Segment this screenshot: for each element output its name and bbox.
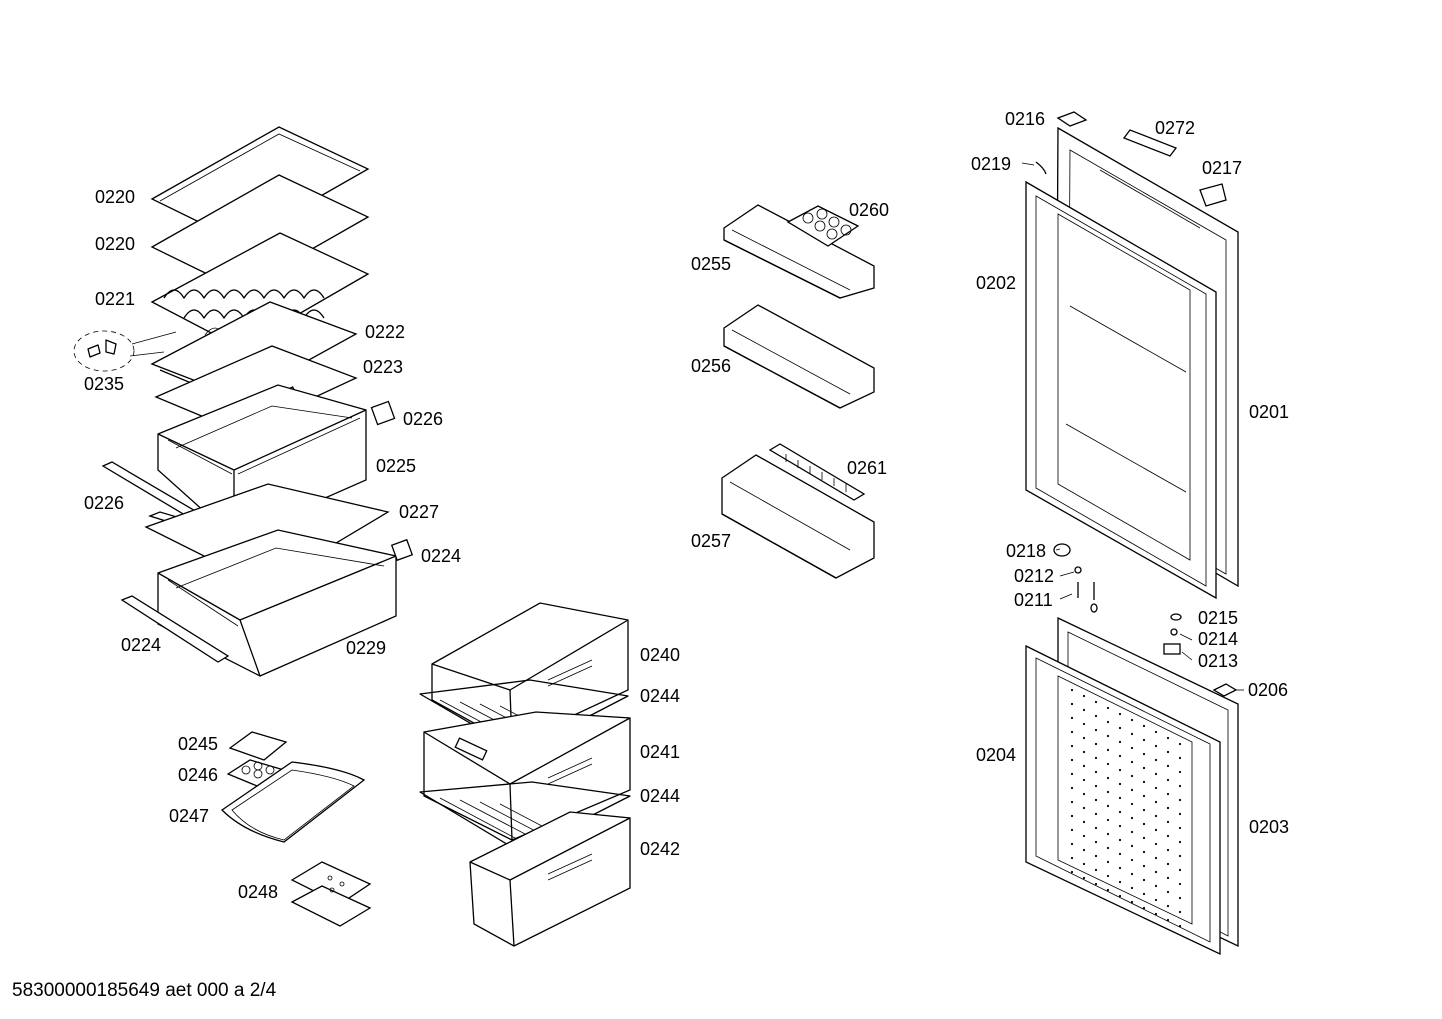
part-labels: 0220 0220 0221 0222 0223 0235 0226 0225 … bbox=[84, 109, 1289, 902]
part-label: 0242 bbox=[640, 839, 680, 859]
part-label: 0217 bbox=[1202, 158, 1242, 178]
part-label: 0211 bbox=[1014, 590, 1053, 610]
egg-tray bbox=[786, 205, 860, 247]
door-hardware bbox=[1035, 111, 1238, 697]
part-label: 0226 bbox=[84, 493, 124, 513]
cold-packs bbox=[290, 861, 372, 927]
part-label: 0247 bbox=[169, 806, 209, 826]
drawing-code: 58300000185649 aet 000 a 2/4 bbox=[12, 980, 277, 1001]
part-label: 0216 bbox=[1005, 109, 1045, 129]
part-label: 0214 bbox=[1198, 629, 1238, 649]
part-label: 0244 bbox=[640, 786, 680, 806]
part-label: 0245 bbox=[178, 734, 218, 754]
part-label: 0206 bbox=[1248, 680, 1288, 700]
part-label: 0221 bbox=[95, 289, 135, 309]
part-label: 0235 bbox=[84, 374, 124, 394]
part-label: 0261 bbox=[847, 458, 887, 478]
part-label: 0226 bbox=[403, 409, 443, 429]
part-label: 0240 bbox=[640, 645, 680, 665]
part-label: 0218 bbox=[1006, 541, 1046, 561]
part-label: 0220 bbox=[95, 187, 135, 207]
fridge-door-gasket bbox=[1025, 180, 1217, 600]
clip-detail bbox=[73, 330, 177, 372]
crisper-drawer-lower bbox=[157, 529, 414, 677]
part-label: 0213 bbox=[1198, 651, 1238, 671]
part-label: 0255 bbox=[691, 254, 731, 274]
part-label: 0272 bbox=[1155, 118, 1195, 138]
part-label: 0256 bbox=[691, 356, 731, 376]
part-label: 0219 bbox=[971, 154, 1011, 174]
part-label: 0203 bbox=[1249, 817, 1289, 837]
leader-lines bbox=[1021, 162, 1244, 691]
part-label: 0201 bbox=[1249, 402, 1289, 422]
part-label: 0229 bbox=[346, 638, 386, 658]
part-label: 0224 bbox=[121, 635, 161, 655]
door-bin-top bbox=[723, 204, 875, 299]
part-label: 0215 bbox=[1198, 608, 1238, 628]
part-label: 0220 bbox=[95, 234, 135, 254]
part-label: 0202 bbox=[976, 273, 1016, 293]
part-label: 0227 bbox=[399, 502, 439, 522]
part-label: 0257 bbox=[691, 531, 731, 551]
part-label: 0222 bbox=[365, 322, 405, 342]
part-label: 0260 bbox=[849, 200, 889, 220]
part-label: 0204 bbox=[976, 745, 1016, 765]
part-label: 0224 bbox=[421, 546, 461, 566]
freezer-door-gasket bbox=[1025, 644, 1221, 956]
part-label: 0244 bbox=[640, 686, 680, 706]
ice-tray-set bbox=[220, 731, 366, 843]
part-label: 0225 bbox=[376, 456, 416, 476]
freezer-drawer-bottom bbox=[469, 811, 631, 947]
door-bin-bottom bbox=[721, 443, 875, 579]
door-bin-middle bbox=[723, 304, 875, 409]
part-label: 0248 bbox=[238, 882, 278, 902]
part-label: 0246 bbox=[178, 765, 218, 785]
part-label: 0223 bbox=[363, 357, 403, 377]
part-label: 0212 bbox=[1014, 566, 1054, 586]
runner-rail-lower bbox=[120, 595, 230, 663]
wire-basket-lower bbox=[419, 781, 631, 853]
part-label: 0241 bbox=[640, 742, 680, 762]
